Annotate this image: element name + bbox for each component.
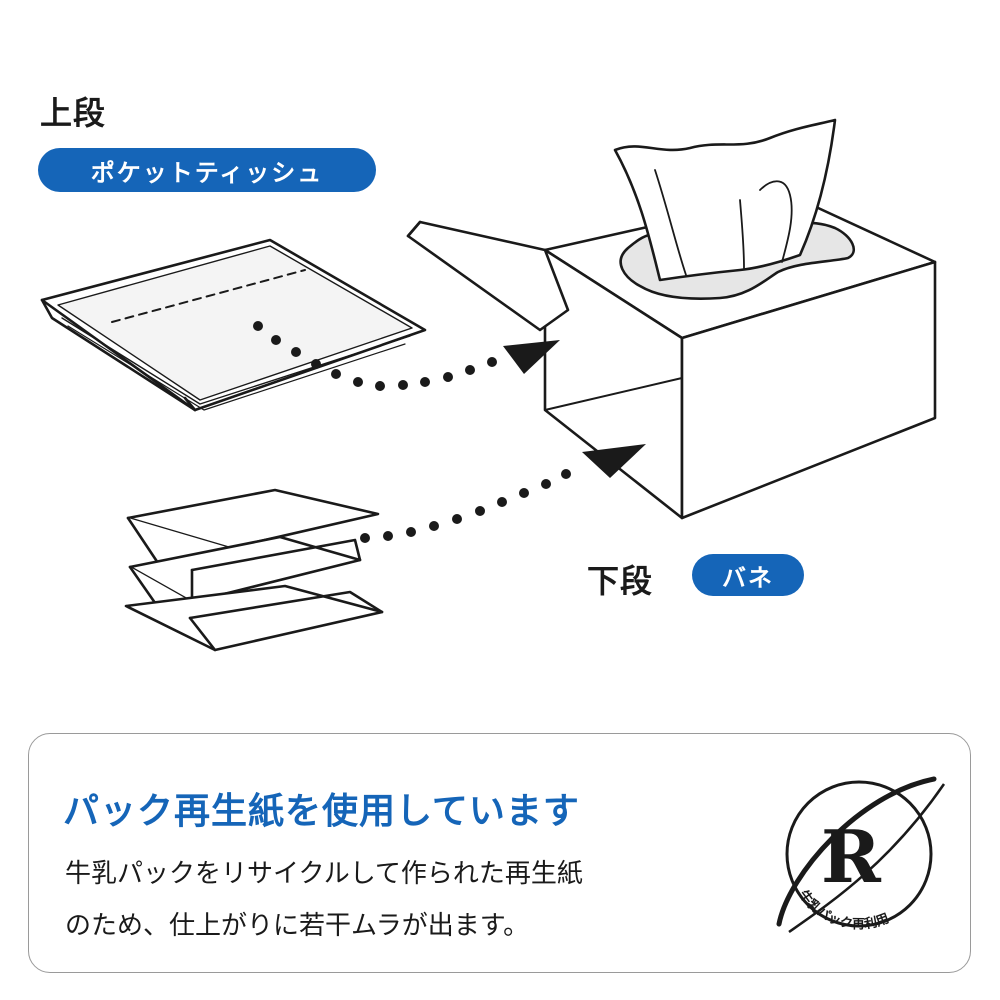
info-body: 牛乳パックをリサイクルして作られた再生紙 のため、仕上がりに若干ムラが出ます。 bbox=[65, 848, 745, 952]
info-title: パック再生紙を使用しています bbox=[63, 791, 580, 832]
milk-pack-recycle-icon: R 牛乳パック再利用 bbox=[776, 776, 946, 934]
info-card: パック再生紙を使用しています 牛乳パックをリサイクルして作られた再生紙 のため、… bbox=[28, 733, 971, 973]
arrow-top bbox=[253, 321, 560, 391]
top-section-heading: 上段 bbox=[40, 94, 107, 132]
info-line-1: 牛乳パックをリサイクルして作られた再生紙 bbox=[65, 859, 583, 889]
recycle-mark-letter: R bbox=[821, 814, 882, 899]
spring-zfold-icon bbox=[124, 488, 384, 652]
pocket-tissue-badge: ポケットティッシュ bbox=[38, 148, 376, 192]
tissue-box-illustration bbox=[40, 118, 937, 652]
tissue-box-icon bbox=[406, 118, 937, 520]
spring-badge: バネ bbox=[692, 554, 804, 596]
pocket-tissue-icon bbox=[40, 238, 427, 412]
bottom-section-heading: 下段 bbox=[587, 562, 654, 600]
arrow-bottom bbox=[360, 444, 646, 543]
info-line-2: のため、仕上がりに若干ムラが出ます。 bbox=[65, 911, 530, 941]
